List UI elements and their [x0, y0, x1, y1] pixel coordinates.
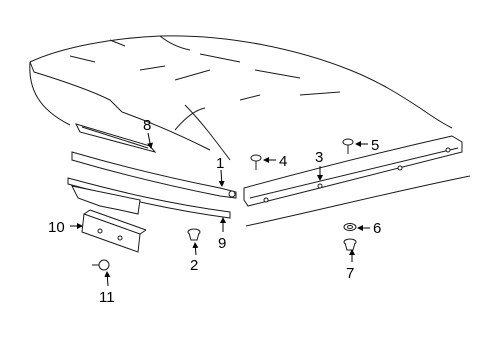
callout-6: 6: [373, 220, 381, 237]
part-3-rail: [243, 135, 471, 227]
callout-8: 8: [143, 117, 151, 134]
callout-4: 4: [279, 153, 287, 170]
part-6-nut: [343, 223, 357, 231]
leader-1: [218, 169, 225, 187]
part-9-lower-strip: [67, 177, 231, 219]
part-8-strip: [75, 123, 157, 153]
soft-top-outline: [29, 35, 453, 161]
leader-lines: [70, 132, 370, 287]
callout-2: 2: [190, 257, 198, 274]
callout-5: 5: [371, 137, 379, 154]
part-7-clip: [343, 238, 357, 251]
callout-10: 10: [48, 219, 65, 236]
leader-11: [104, 271, 111, 287]
part-11-bolt: [92, 259, 110, 271]
part-5-screw: [342, 138, 354, 154]
callout-11: 11: [99, 289, 115, 306]
part-1-weatherstrip: [71, 151, 237, 199]
leader-8: [147, 132, 153, 149]
callout-1: 1: [216, 155, 224, 172]
leader-2: [192, 242, 199, 256]
callout-9: 9: [218, 235, 226, 252]
callout-3: 3: [315, 149, 323, 166]
part-10-block: [81, 209, 147, 253]
part-4-screw: [250, 154, 262, 170]
callout-7: 7: [346, 265, 354, 282]
part-2-clip: [187, 228, 201, 241]
